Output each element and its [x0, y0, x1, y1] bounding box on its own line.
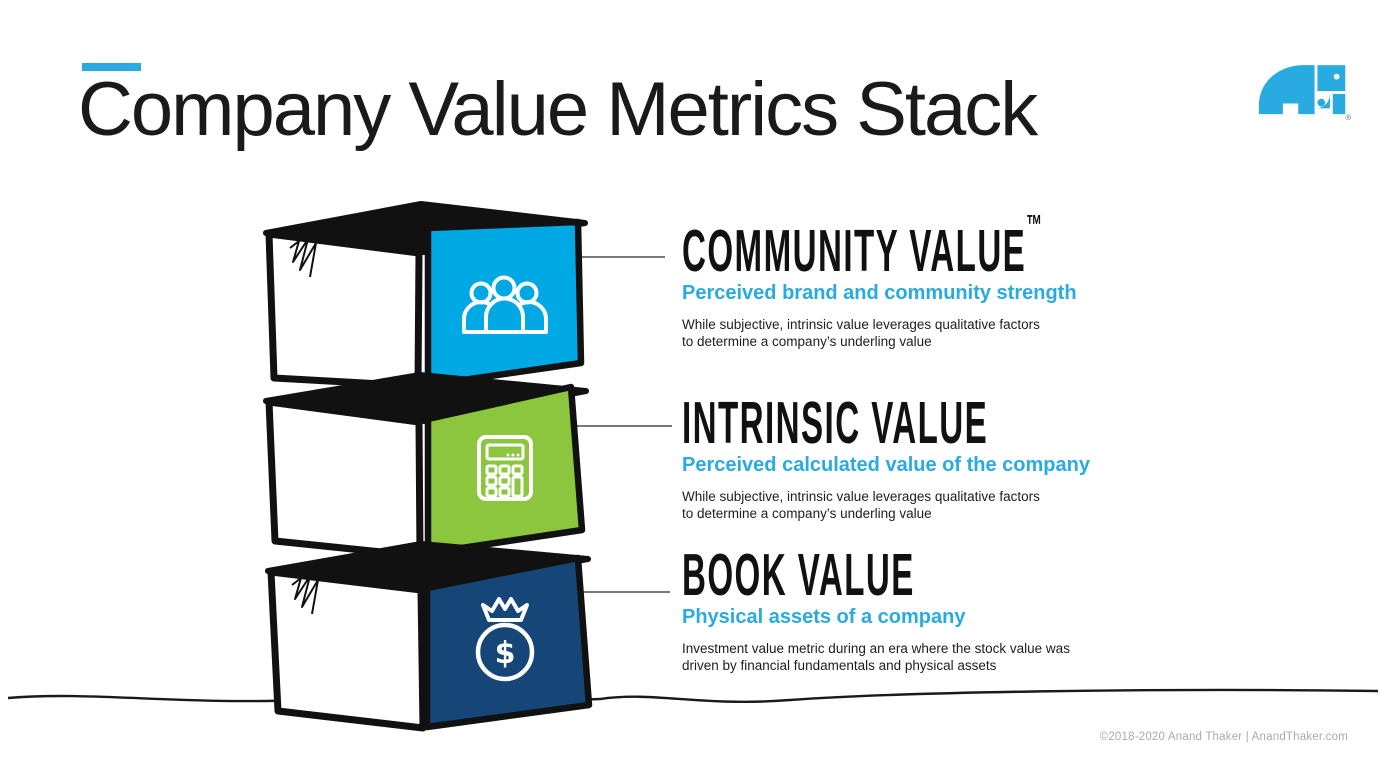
trademark-mark: ™: [1026, 208, 1043, 242]
footer-credit: ©2018-2020 Anand Thaker | AnandThaker.co…: [1099, 731, 1348, 743]
sketch-scribble: [291, 575, 319, 615]
section-heading: INTRINSIC VALUE: [682, 388, 989, 457]
title-accent-bar: [82, 63, 141, 71]
money-bag-icon: $: [475, 597, 535, 682]
calculator-icon: [477, 435, 533, 501]
body-line: to determine a company’s underling value: [682, 506, 932, 521]
body-line: While subjective, intrinsic value levera…: [682, 489, 1040, 504]
body-line: Investment value metric during an era wh…: [682, 641, 1070, 656]
section-body: While subjective, intrinsic value levera…: [682, 488, 1162, 522]
section-book-value: BOOK VALUE Physical assets of a company …: [682, 534, 1162, 674]
ground-line: [7, 688, 1379, 703]
sketch-scribble: [289, 238, 317, 278]
connector-lines: [553, 256, 672, 593]
section-subtitle: Physical assets of a company: [682, 606, 966, 628]
section-body: Investment value metric during an era wh…: [682, 640, 1162, 674]
anand-thaker-logo: ®: [1256, 58, 1352, 128]
body-line: While subjective, intrinsic value levera…: [682, 317, 1040, 332]
section-heading: BOOK VALUE: [682, 540, 915, 609]
trunk-curl: [1317, 98, 1326, 107]
community-value-box: [263, 201, 588, 390]
elephant-logo-icon: ®: [1258, 65, 1351, 122]
registered-mark: ®: [1345, 113, 1351, 122]
body-line: to determine a company’s underling value: [682, 334, 932, 349]
intrinsic-value-box: [263, 372, 589, 560]
book-value-box: $: [265, 541, 593, 732]
section-community-value: COMMUNITY VALUE™ Perceived brand and com…: [682, 210, 1162, 350]
section-subtitle: Perceived brand and community strength: [682, 282, 1077, 304]
section-intrinsic-value: INTRINSIC VALUE Perceived calculated val…: [682, 382, 1162, 522]
page-title: Company Value Metrics Stack: [78, 67, 1038, 152]
section-subtitle: Perceived calculated value of the compan…: [682, 454, 1090, 476]
dollar-glyph: $: [495, 636, 516, 671]
body-line: driven by financial fundamentals and phy…: [682, 658, 997, 673]
people-group-icon: [462, 275, 548, 334]
section-body: While subjective, intrinsic value levera…: [682, 316, 1162, 350]
section-heading: COMMUNITY VALUE™: [682, 208, 1043, 285]
elephant-eye: [1333, 73, 1340, 80]
